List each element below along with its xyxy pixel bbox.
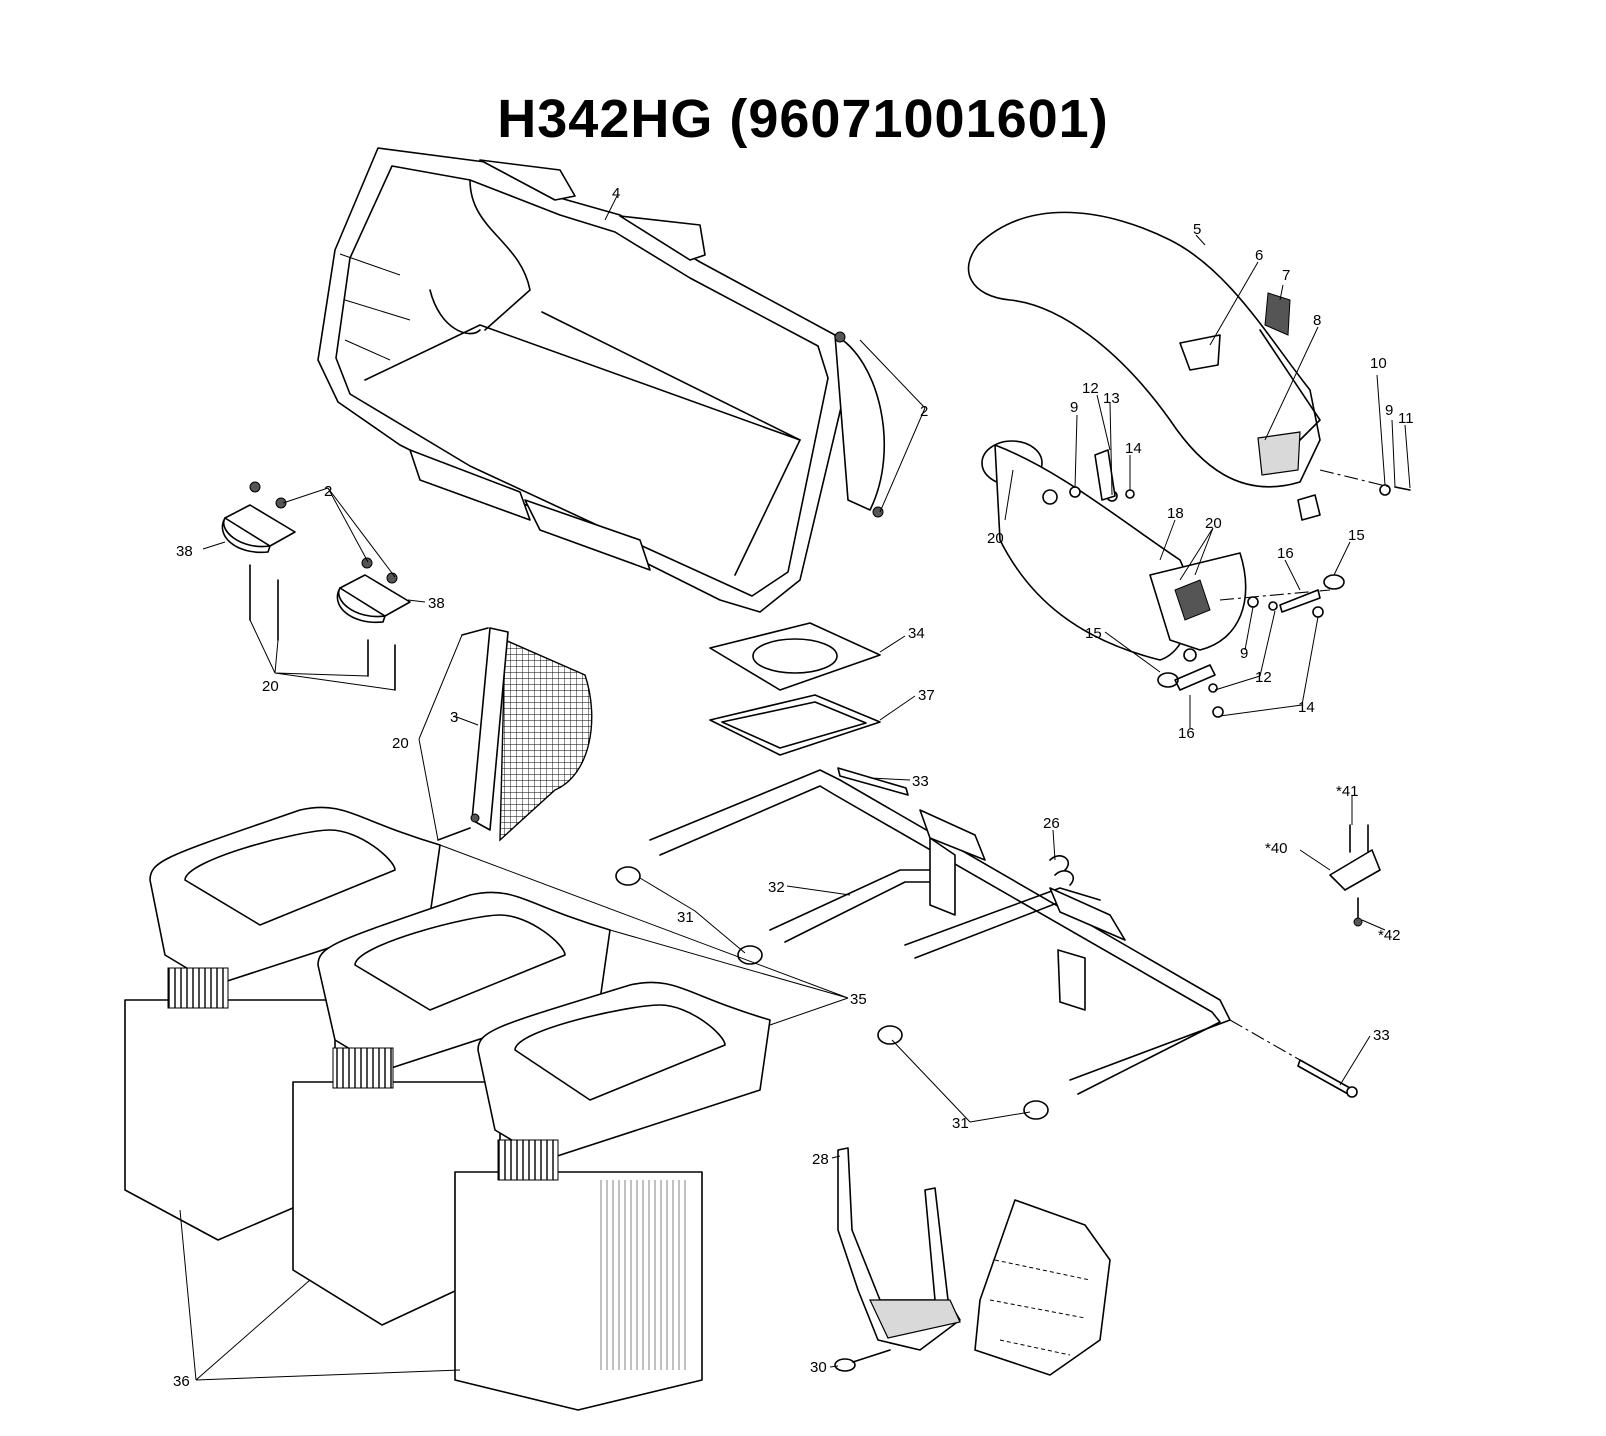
label-part-15: 15 [1348,527,1365,544]
label-part-14: 14 [1298,699,1315,716]
chute-adapter-part-18 [981,440,1247,661]
label-part-34: 34 [908,625,925,642]
label-part-8: 8 [1313,312,1321,329]
label-part-11: 11 [1398,410,1414,427]
latch-pin-part-30 [834,1349,891,1372]
label-part-36: 36 [173,1373,190,1390]
label-part-14: 14 [1125,440,1142,457]
label-part-20: 20 [1205,515,1222,532]
label-part-9: 9 [1070,399,1078,416]
label-part-15: 15 [1085,625,1102,642]
label-part-9: 9 [1385,402,1393,419]
label-part-7: 7 [1282,267,1290,284]
chute-part-5 [967,211,1321,521]
bag-hood-part-4 [317,147,886,613]
label-part-9: 9 [1240,645,1248,662]
label-part-20: 20 [987,530,1004,547]
label-part-42: *42 [1378,927,1401,944]
label-part-16: 16 [1277,545,1294,562]
label-part-41: *41 [1336,783,1359,800]
grass-bag-left [124,806,441,1241]
bracket-part-38-left [221,481,296,641]
gasket-part-34 [709,622,881,691]
label-part-12: 12 [1082,380,1099,397]
label-part-20: 20 [392,735,409,752]
label-part-37: 37 [918,687,935,704]
label-part-20: 20 [262,678,279,695]
label-part-38: 38 [176,543,193,560]
label-part-16: 16 [1178,725,1195,742]
hardware-group-right [1069,449,1411,718]
label-part-2: 2 [324,483,332,500]
bracket-part-40 [1329,824,1381,927]
diagram-title: H342HG (96071001601) [497,89,1109,149]
mounting-plate-diagram [974,1199,1111,1376]
bracket-part-38-right [336,557,411,691]
label-part-12: 12 [1255,669,1272,686]
label-part-28: 28 [812,1151,829,1168]
label-part-2: 2 [920,403,928,420]
label-part-10: 10 [1370,355,1387,372]
label-part-6: 6 [1255,247,1263,264]
label-part-31: 31 [677,909,694,926]
leader-lines [179,195,1411,1381]
label-part-31: 31 [952,1115,969,1132]
label-part-40: *40 [1265,840,1288,857]
label-part-33: 33 [912,773,929,790]
label-part-3: 3 [450,709,458,726]
label-part-30: 30 [810,1359,827,1376]
label-part-4: 4 [612,185,620,202]
grass-bag-middle [292,891,611,1326]
frame-part-37 [709,694,881,756]
mesh-screen-part-3 [437,627,593,842]
label-part-33: 33 [1373,1027,1390,1044]
grass-bag-right [454,981,771,1411]
label-part-32: 32 [768,879,785,896]
label-part-13: 13 [1103,390,1120,407]
label-part-38: 38 [428,595,445,612]
handle-part-28 [837,1147,961,1351]
part-number-labels: 4 2 2 38 38 20 20 3 34 37 5 6 7 8 10 9 1… [173,185,1414,1390]
label-part-5: 5 [1193,221,1201,238]
label-part-26: 26 [1043,815,1060,832]
label-part-35: 35 [850,991,867,1008]
label-part-18: 18 [1167,505,1184,522]
mounting-frame-part-32 [615,767,1358,1120]
